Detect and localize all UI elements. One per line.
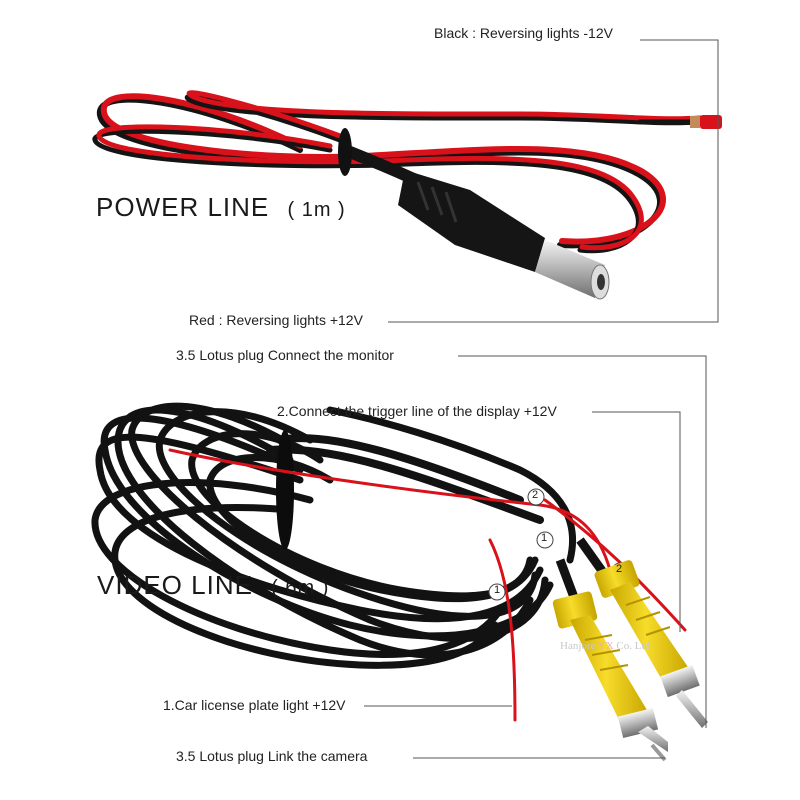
black-wire-label: Black : Reversing lights -12V [434,25,613,41]
video-line-title: VIDEO LINE ( 6m ) [97,570,329,601]
rca-plug-camera [552,558,668,762]
watermark-suffix: Co. Ltd [616,640,651,652]
watermark: Hanjore YX Co. Ltd [560,640,650,652]
leader-lines [364,39,722,759]
marker-two-top: 2 [532,489,539,501]
watermark-mark: YX [597,640,614,652]
trigger-line-label: 2.Connect the trigger line of the displa… [277,403,557,419]
power-cable [92,90,703,254]
red-signal-wires [168,448,687,722]
power-cable-tie [338,128,352,176]
monitor-plug-label: 3.5 Lotus plug Connect the monitor [176,347,394,363]
red-wire-tip [700,115,722,129]
marker-one-top: 1 [541,532,548,544]
power-line-title: POWER LINE ( 1m ) [96,192,346,223]
video-line-title-text: VIDEO LINE [97,570,253,600]
power-line-title-text: POWER LINE [96,192,270,222]
watermark-brand: Hanjore [560,640,596,652]
marker-one-left: 1 [494,584,501,596]
red-wire-label: Red : Reversing lights +12V [189,312,363,328]
video-cable [91,402,577,669]
video-line-length: ( 6m ) [271,577,330,599]
video-cable-tie [276,430,294,550]
camera-plug-label: 3.5 Lotus plug Link the camera [176,748,368,764]
copper-strand [690,116,700,128]
marker-two-right: 2 [616,563,623,575]
dc-power-plug [398,170,610,300]
plate-light-label: 1.Car license plate light +12V [163,697,346,713]
rca-plug-monitor [576,537,708,728]
power-line-length: ( 1m ) [287,199,346,221]
